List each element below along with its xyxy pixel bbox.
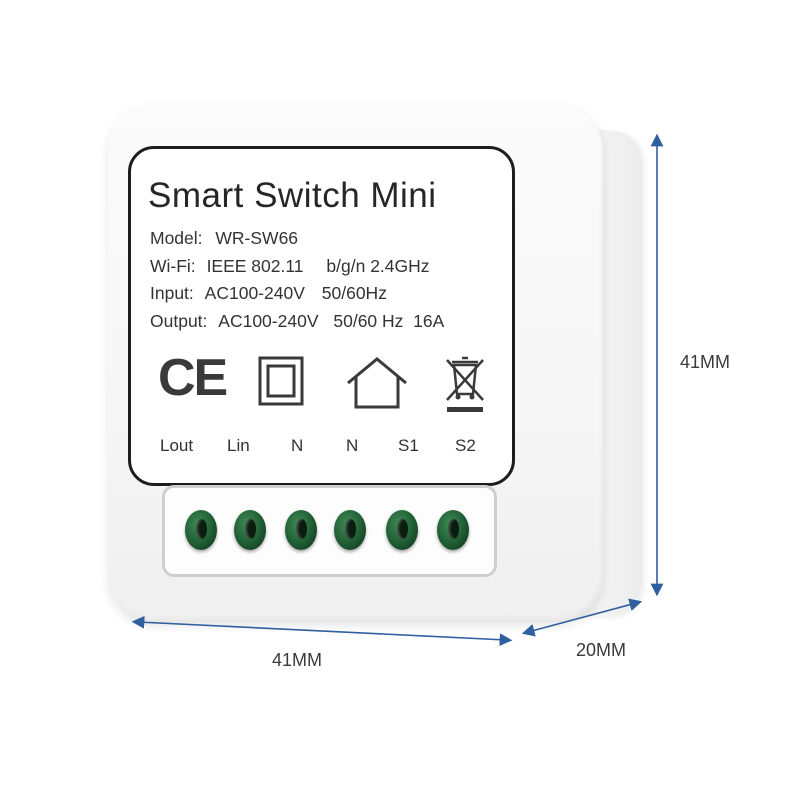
spec-extra: 50/60 Hz 16A [333, 311, 445, 331]
terminal-label-lin: Lin [227, 436, 250, 455]
width-dimension-label: 41MM [272, 650, 323, 670]
terminal-label-lout: Lout [160, 436, 194, 455]
depth-dimension-label: 20MM [576, 640, 627, 660]
indoor-use-house-icon [347, 357, 407, 409]
spec-value: WR-SW66 [215, 228, 299, 248]
terminal-label-n2: N [346, 436, 359, 455]
product-title: Smart Switch Mini [148, 176, 437, 215]
label-panel [128, 146, 515, 486]
terminal-label-s2: S2 [455, 436, 476, 455]
spec-key: Wi-Fi: [150, 256, 196, 276]
spec-wifi: Wi-Fi: IEEE 802.11 b/g/n 2.4GHz [150, 256, 430, 277]
spec-extra: b/g/n 2.4GHz [326, 256, 430, 276]
terminal-screw [185, 510, 217, 550]
spec-key: Output: [150, 311, 208, 331]
terminal-label-s1: S1 [398, 436, 419, 455]
ce-mark-icon: CE [158, 349, 228, 407]
spec-output: Output: AC100-240V 50/60 Hz 16A [150, 311, 444, 332]
depth-dimension-arrow [521, 598, 643, 637]
terminal-screw [437, 510, 469, 550]
terminal-screw [334, 510, 366, 550]
double-insulation-icon [258, 356, 304, 406]
spec-value: IEEE 802.11 [206, 256, 304, 276]
spec-value: AC100-240V [218, 311, 319, 331]
terminal-label-n1: N [291, 436, 304, 455]
spec-key: Model: [150, 228, 203, 248]
width-dimension-arrow [131, 615, 513, 647]
terminal-screw [234, 510, 266, 550]
spec-value: AC100-240V [204, 283, 305, 303]
spec-input: Input: AC100-240V 50/60Hz [150, 283, 387, 304]
spec-extra: 50/60Hz [321, 283, 387, 303]
spec-model: Model: WR-SW66 [150, 228, 298, 249]
terminal-screw [285, 510, 317, 550]
height-dimension-label: 41MM [680, 352, 731, 372]
terminal-screw [386, 510, 418, 550]
weee-crossed-bin-icon [446, 356, 484, 412]
spec-key: Input: [150, 283, 194, 303]
